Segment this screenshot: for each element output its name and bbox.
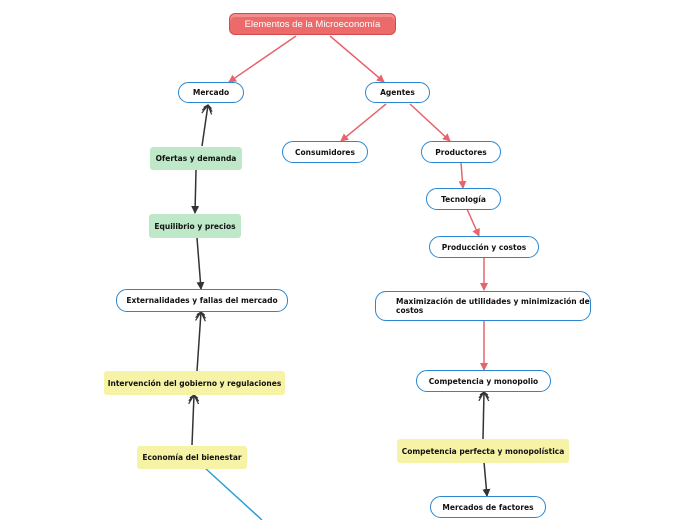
node-agentes[interactable]: Agentes <box>365 82 430 103</box>
connector-ofertas-equilibrio <box>191 169 200 214</box>
node-mercado[interactable]: Mercado <box>178 82 244 103</box>
node-externalidades[interactable]: Externalidades y fallas del mercado <box>116 289 288 312</box>
connector-equilibrio-externalidades <box>196 237 205 290</box>
connector-tecnologia-produccion <box>466 208 480 237</box>
connector-ofertas-mercado <box>201 105 208 147</box>
connector-root-agentes <box>329 35 385 83</box>
node-economia-bienestar[interactable]: Economía del bienestar <box>137 446 247 469</box>
node-intervencion-gobierno[interactable]: Intervención del gobierno y regulaciones <box>104 371 285 395</box>
connector-perfecta-competencia <box>483 392 484 440</box>
node-competencia-monopolio[interactable]: Competencia y monopolio <box>416 370 551 392</box>
connector-bienestar-intervencion <box>192 395 194 446</box>
node-tecnologia[interactable]: Tecnología <box>426 188 501 210</box>
node-consumidores[interactable]: Consumidores <box>282 141 368 163</box>
node-equilibrio-precios[interactable]: Equilibrio y precios <box>149 214 241 238</box>
node-mercados-factores[interactable]: Mercados de factores <box>430 496 546 518</box>
connector-bienestar-offscreen <box>204 467 263 520</box>
connector-productores-tecnologia <box>458 162 467 189</box>
root-title-node[interactable]: Elementos de la Microeconomía <box>229 13 396 35</box>
connector-agentes-productores <box>409 103 451 142</box>
node-maximizacion[interactable]: Maximización de utilidades y minimizació… <box>375 291 591 321</box>
connector-perfecta-factores <box>482 461 491 497</box>
node-productores[interactable]: Productores <box>421 141 501 163</box>
connector-agentes-consumidores <box>340 103 387 142</box>
node-ofertas-demanda[interactable]: Ofertas y demanda <box>150 147 242 170</box>
connector-intervencion-externalidades <box>197 312 201 372</box>
node-competencia-perfecta[interactable]: Competencia perfecta y monopolística <box>397 439 569 463</box>
connector-root-mercado <box>228 35 297 83</box>
node-produccion-costos[interactable]: Producción y costos <box>429 236 539 258</box>
